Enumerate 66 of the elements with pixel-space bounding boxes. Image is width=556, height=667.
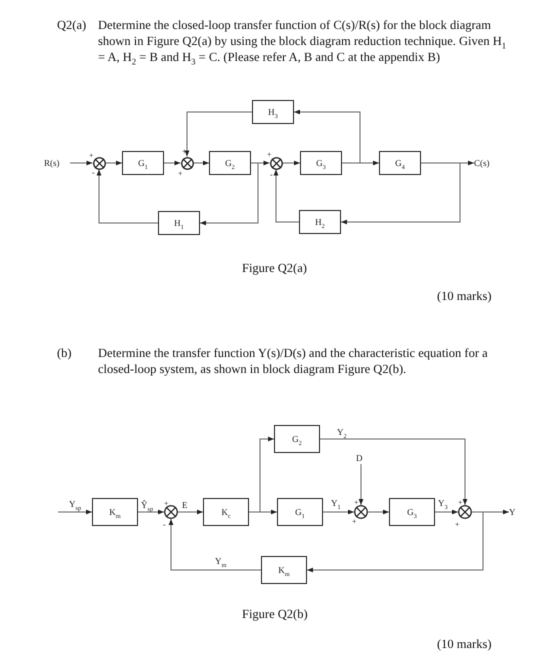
arrow [138,510,164,514]
sign-label: + [455,521,460,529]
sign-label: + [164,500,169,508]
signal-label: Y$_{m}$ [214,556,228,566]
sign-label: - [163,521,166,529]
transfer-block: G$_{3}$ [389,498,435,526]
signal-label: Y [509,506,516,518]
arrow [322,510,354,514]
signal-label: Y$_{1}$ [330,498,342,508]
signal-label: Ŷ$_{sp}$ [140,500,154,510]
sign-label: + [178,170,183,178]
transfer-block: H$_{3}$ [252,100,294,124]
transfer-block: K$_{m}$ [92,498,138,526]
transfer-block: G$_{2}$ [274,425,320,453]
arrow [358,464,364,506]
arrow [105,160,122,166]
sign-label: + [89,152,94,160]
arrow [340,162,460,224]
arrow [200,162,258,226]
sign-label: - [92,169,95,177]
sign-label: + [458,499,463,507]
signal-label: D [356,452,362,464]
arrow [320,438,468,506]
arrow [434,510,458,514]
arrow [274,169,300,222]
transfer-block: G$_{1}$ [277,498,323,526]
signal-label: E [181,500,188,510]
transfer-block: K$_{m}$ [261,556,307,584]
arrow [164,160,181,166]
arrow [248,510,278,514]
text-label: Q2(a) [57,17,86,33]
transfer-block: H$_{2}$ [299,210,341,234]
sign-label: + [352,518,357,526]
transfer-block: G$_{3}$ [300,151,342,175]
transfer-block: H$_{1}$ [158,211,200,235]
signal-label: Y$_{sp}$ [68,499,82,509]
question-text: Determine the closed-loop transfer function of C(s)/R(s) for the block diagram shown in Figure Q2(a) by using the block diagram reduction technique. Given H$_{1}$ = A, H$_{2}$ = B and H$_{3}$ = C. (Please refer A, B and C at the appendix B) [98,17,508,65]
arrow [58,510,92,514]
arrow [294,110,360,164]
arrow [193,160,210,166]
sign-label: + [354,499,359,507]
signal-label: R(s) [44,157,60,169]
text-label: Figure Q2(b) [242,606,308,622]
signal-label: Y$_{3}$ [437,498,449,508]
transfer-block: G$_{4}$ [379,151,421,175]
sign-label: - [270,171,273,179]
arrow [96,169,158,224]
signal-label: C(s) [474,157,490,169]
arrow [184,112,252,157]
text-label: Figure Q2(a) [242,260,307,276]
arrow [282,160,300,166]
sign-label: + [267,151,272,159]
text-label: (10 marks) [437,288,492,304]
arrow [368,510,390,514]
transfer-block: G$_{1}$ [122,151,164,175]
transfer-block: G$_{2}$ [209,151,251,175]
signal-label: Y$_{2}$ [336,427,348,437]
text-label: (b) [57,345,72,361]
arrow [178,510,204,514]
question-text: Determine the transfer function Y(s)/D(s) and the characteristic equation for a closed-loop system, as shown in block diagram Figure Q2(b). [98,345,489,377]
text-label: (10 marks) [437,636,492,652]
arrow [306,512,484,572]
sign-label: + [182,148,187,156]
arrow [168,518,262,570]
arrow [70,160,93,166]
transfer-block: K$_{c}$ [203,498,249,526]
